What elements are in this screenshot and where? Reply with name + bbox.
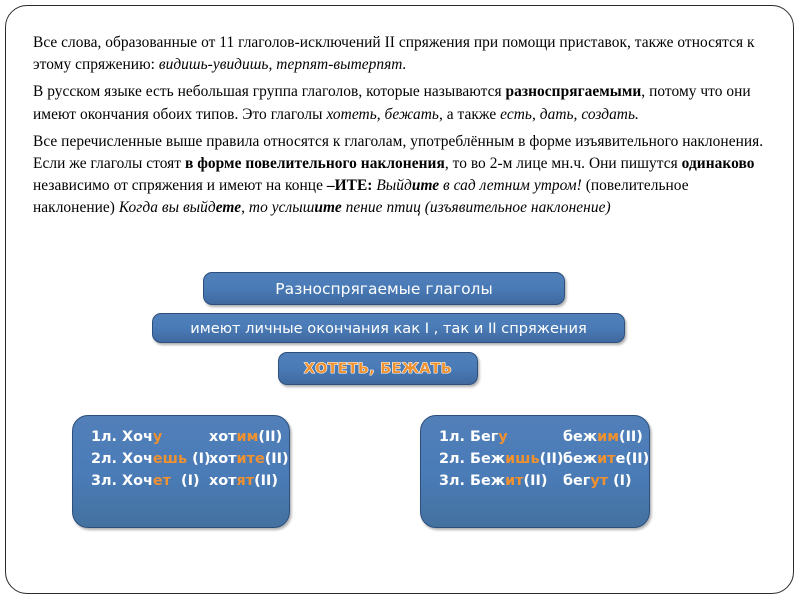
diagram-box-endings: имеют личные окончания как I , так и II … [152, 313, 625, 343]
example-uslyshite-ending: ите [314, 199, 342, 217]
example-vyjdite-b: в сад летним утром! [439, 177, 582, 195]
conjugation-table-bezhat: 1л. Бегу бежим(II) 2л. Бежишь(II) бежите… [420, 415, 650, 528]
conj-stem: бег [563, 473, 591, 489]
conj-stem: 3л. Хоч [91, 473, 153, 489]
conj-ending: им [236, 429, 259, 445]
conj-mark: (II) [619, 429, 643, 445]
example-vyjdete-a: Когда вы выйд [118, 199, 216, 217]
paragraph-3: Все перечисленные выше правила относятся… [33, 131, 768, 220]
conj-singular-1: 1л. Хочу [91, 429, 209, 445]
paragraph-2-text-b: , потому что они имеют окончания обоих т… [33, 83, 751, 123]
paragraph-2-text-c: , а также [438, 105, 501, 123]
conj-plural-2: хотите(II) [209, 451, 289, 467]
example-uslyshite-a: , то услыш [241, 199, 315, 217]
paragraph-2-text-a: В русском языке есть небольшая группа гл… [33, 83, 506, 101]
conj-ending: у [152, 429, 163, 445]
conj-mark: (II) [254, 473, 278, 489]
paragraph-1-examples: видишь-увидишь, терпят-вытерпят. [158, 56, 407, 74]
conj-mark: (II) [523, 473, 548, 489]
term-ite-suffix: –ИТЕ: [326, 177, 373, 195]
conj-stem: 2л. Беж [439, 451, 506, 467]
conj-ending: им [597, 429, 619, 445]
paragraph-3-text-a: Все перечисленные выше правила относятся… [33, 132, 764, 173]
conj-mark: (I) [171, 473, 200, 489]
conj-singular-2: 2л. Хочешь (I) [91, 451, 211, 467]
term-odinakovo: одинаково [681, 155, 755, 173]
conj-stem: хот [209, 429, 237, 445]
table-row: 2л. Хочешь (I) хотите(II) [91, 451, 289, 473]
conj-stem: 2л. Хоч [91, 451, 153, 467]
conj-singular-2: 2л. Бежишь(II) [439, 451, 563, 467]
example-uslyshite-b: пение птиц (изъявительное наклонение) [341, 199, 611, 217]
diagram-box-endings-label: имеют личные окончания как I , так и II … [190, 319, 587, 337]
conj-singular-1: 1л. Бегу [439, 429, 563, 445]
conj-mark: (II) [258, 429, 283, 445]
term-raznospryagaemymi: разноспрягаемыми [505, 83, 642, 101]
paragraph-3-text-b: , то во 2-м лице мн.ч. Они пишутся [444, 155, 682, 173]
term-imperative-form: в форме повелительного наклонения [184, 155, 445, 173]
table-row: 3л. Бежит(II) бегут (I) [439, 473, 649, 495]
conj-stem: беж [563, 451, 598, 467]
conj-mark: (I) [608, 473, 632, 489]
conj-stem: хот [209, 451, 237, 467]
conj-ending: ет [152, 473, 172, 489]
conj-mark: (II) [264, 451, 289, 467]
conj-stem: беж [563, 429, 598, 445]
conj-plural-3: хотят(II) [209, 473, 278, 489]
conj-mark: (II) [539, 451, 564, 467]
conj-singular-3: 3л. Хочет (I) [91, 473, 209, 489]
diagram-box-title-label: Разноспрягаемые глаголы [275, 279, 493, 298]
paragraph-3-text-d: (повелительное наклонение) [33, 177, 689, 217]
conj-ending: у [498, 429, 508, 445]
table-row: 1л. Хочу хотим(II) [91, 429, 289, 451]
conj-stem: хот [209, 473, 237, 489]
conj-ending: ит [597, 451, 616, 467]
prose-block: Все слова, образованные от 11 глаголов-и… [33, 32, 768, 222]
conj-mark: (I) [187, 451, 211, 467]
paragraph-2: В русском языке есть небольшая группа гл… [33, 81, 768, 125]
conj-ending: ешь [152, 451, 188, 467]
conj-plural-1: хотим(II) [209, 429, 282, 445]
paragraph-1: Все слова, образованные от 11 глаголов-и… [33, 32, 768, 76]
conj-stem: 1л. Хоч [91, 429, 153, 445]
example-vyjdete-ending: ете [215, 199, 242, 217]
conj-ending: ит [505, 473, 524, 489]
conj-singular-3: 3л. Бежит(II) [439, 473, 563, 489]
diagram-box-verbs-label: ХОТЕТЬ, БЕЖАТЬ [303, 360, 453, 377]
example-vyjdite-a: Выйд [372, 177, 412, 195]
diagram-box-verbs: ХОТЕТЬ, БЕЖАТЬ [278, 352, 478, 385]
conjugation-table-hotet: 1л. Хочу хотим(II) 2л. Хочешь (I) хотите… [72, 415, 290, 528]
conj-stem: 1л. Бег [439, 429, 499, 445]
table-row: 1л. Бегу бежим(II) [439, 429, 649, 451]
table-row: 2л. Бежишь(II) бежите(II) [439, 451, 649, 473]
conj-ending: ите [236, 451, 265, 467]
conj-ending: ут [590, 473, 609, 489]
conj-ending: ишь [505, 451, 540, 467]
conj-plural-1: бежим(II) [563, 429, 643, 445]
conj-plural-2: бежите(II) [563, 451, 649, 467]
paragraph-2-verbs-a: хотеть, бежать [326, 105, 439, 123]
conj-stem: 3л. Беж [439, 473, 506, 489]
example-vyjdite-ending: ите [411, 177, 440, 195]
paragraph-2-verbs-b: есть, дать, создать. [500, 105, 639, 123]
paragraph-1-text: Все слова, образованные от 11 глаголов-и… [33, 34, 755, 74]
conj-plural-3: бегут (I) [563, 473, 632, 489]
table-row: 3л. Хочет (I) хотят(II) [91, 473, 289, 495]
paragraph-3-text-c: независимо от спряжения и имеют на конце [33, 177, 327, 195]
diagram-box-title: Разноспрягаемые глаголы [203, 272, 565, 305]
conj-mark: е(II) [615, 451, 650, 467]
conj-ending: ят [236, 473, 255, 489]
